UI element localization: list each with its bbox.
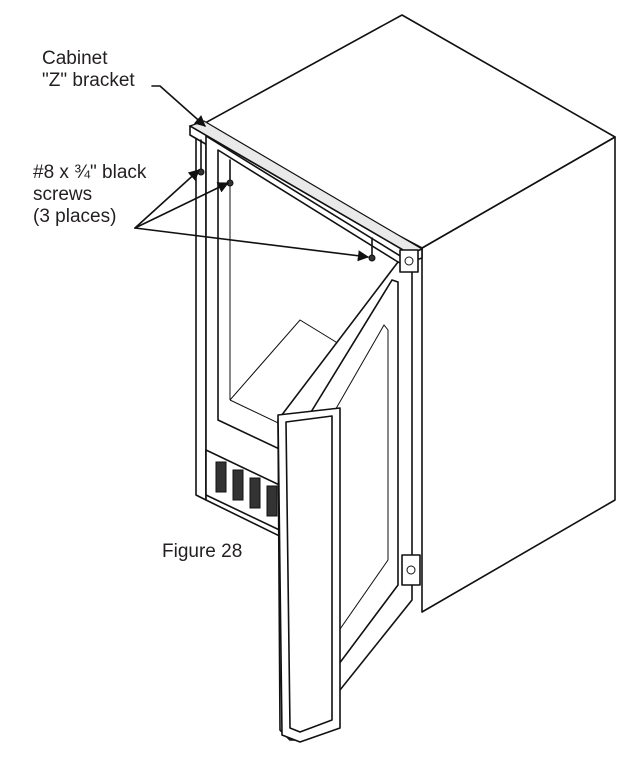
door-hinges [399,249,421,586]
screws-label-line3: (3 places) [33,206,117,227]
kick-plate-grille [205,449,291,536]
screws-label: #8 x ¾" black screws (3 places) [33,162,146,228]
cabinet-z-bracket-label: Cabinet "Z" bracket [42,48,135,92]
leader-lines [134,85,370,262]
cabinet-z-bracket-label-line1: Cabinet [42,48,108,69]
cabinet-z-bracket-label-line2: "Z" bracket [42,70,135,91]
open-door [277,261,413,743]
figure-caption: Figure 28 [162,541,243,562]
screws-label-line2: screws [33,184,93,205]
cabinet-body [195,14,616,613]
screws-label-line1: #8 x ¾" black [33,162,147,183]
